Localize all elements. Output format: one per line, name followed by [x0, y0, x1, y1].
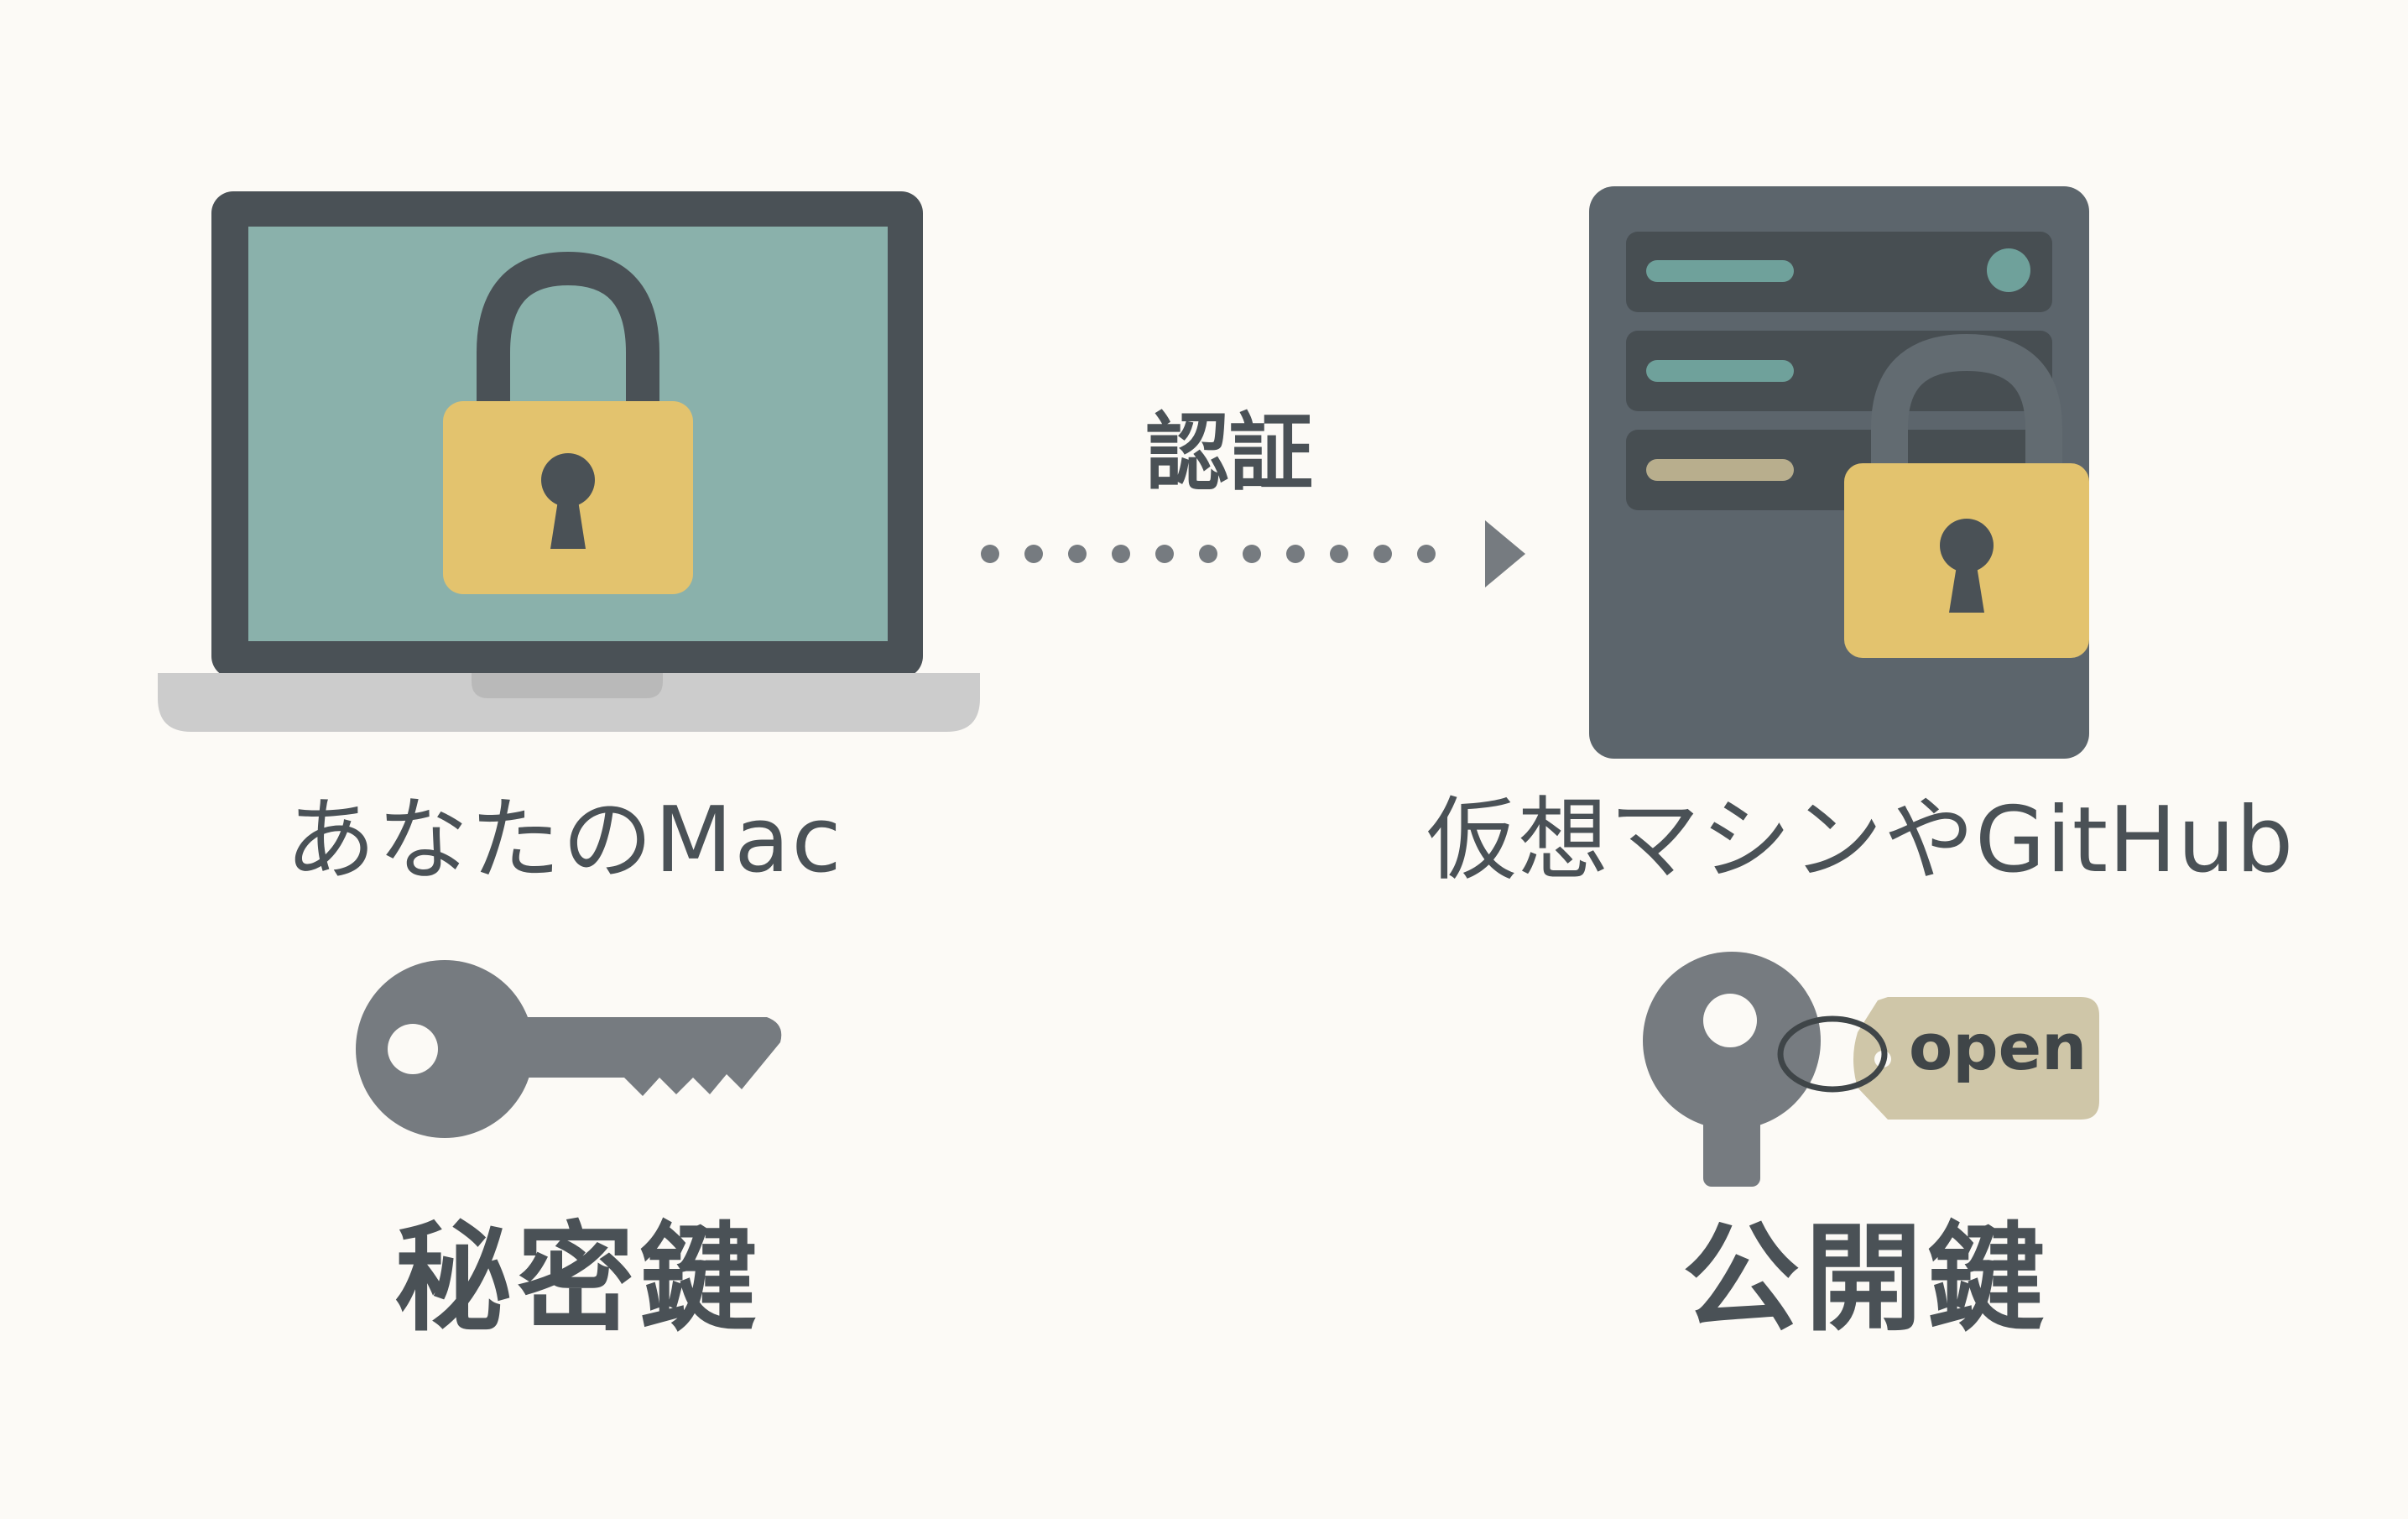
private-key-label: 秘密鍵 — [394, 1211, 763, 1348]
mac-caption: あなたのMac — [285, 788, 843, 893]
server-caption: 仮想マシンやGitHub — [1426, 788, 2295, 893]
public-key-icon — [1643, 952, 1821, 1187]
dotted-arrow-icon — [981, 520, 1525, 587]
laptop-padlock-icon — [443, 251, 693, 594]
open-tag-icon — [1777, 997, 2099, 1120]
auth-label: 認証 — [1145, 404, 1313, 502]
tag-text: open — [1909, 1010, 2087, 1084]
server-padlock-icon — [1844, 333, 2089, 658]
public-key-label: 公開鍵 — [1682, 1211, 2051, 1348]
private-key-icon — [356, 960, 782, 1138]
